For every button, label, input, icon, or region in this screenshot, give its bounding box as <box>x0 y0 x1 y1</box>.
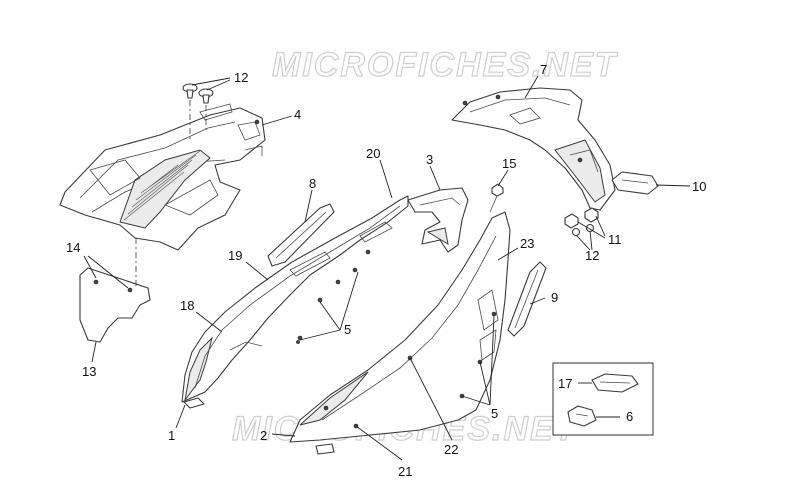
callout-9: 9 <box>551 290 558 305</box>
callout-16: 12 <box>234 70 248 85</box>
callout-14: 14 <box>66 240 80 255</box>
callout-21: 21 <box>398 464 412 479</box>
callout-12: 12 <box>585 248 599 263</box>
callout-11: 11 <box>608 232 622 247</box>
push-rivets-part-16 <box>182 83 214 140</box>
trim-strip-part-8 <box>267 203 335 267</box>
side-plate-part-13 <box>79 238 151 343</box>
clip-part-17 <box>591 373 639 393</box>
callout-1: 1 <box>168 428 175 443</box>
callout-5-right: 5 <box>491 406 498 421</box>
watermark-top: MICROFICHES.NET <box>272 46 619 84</box>
callout-22: 22 <box>444 442 458 457</box>
left-side-panel-part-18 <box>181 195 409 409</box>
callout-4: 4 <box>294 107 301 122</box>
callout-20: 20 <box>366 146 380 161</box>
fasteners-part-11-12 <box>564 207 599 237</box>
callout-5-left: 5 <box>344 322 351 337</box>
callout-18: 18 <box>180 298 194 313</box>
clip-nut-part-6 <box>567 405 597 427</box>
leader-lines <box>83 75 691 461</box>
callout-13: 13 <box>82 364 96 379</box>
callout-23: 23 <box>520 236 534 251</box>
right-side-panel-part-21 <box>289 211 511 455</box>
callout-labels: 12 4 7 10 11 12 14 13 8 20 3 15 19 18 5 … <box>66 62 706 479</box>
callout-7: 7 <box>540 62 547 77</box>
screw-part-15 <box>489 183 504 213</box>
reflector-part-10 <box>611 171 659 195</box>
callout-19: 19 <box>228 248 242 263</box>
callout-15: 15 <box>502 156 516 171</box>
callout-10: 10 <box>692 179 706 194</box>
callout-17: 17 <box>558 376 572 391</box>
clip-inset-box <box>552 362 654 436</box>
center-bracket-part-3 <box>407 187 469 253</box>
trim-strip-part-9 <box>507 261 547 337</box>
rear-mudguard-part-7 <box>451 87 616 211</box>
callout-8: 8 <box>309 176 316 191</box>
callout-2: 2 <box>260 428 267 443</box>
underseat-tray-part-4 <box>59 103 266 251</box>
callout-6: 6 <box>626 409 633 424</box>
callout-3: 3 <box>426 152 433 167</box>
